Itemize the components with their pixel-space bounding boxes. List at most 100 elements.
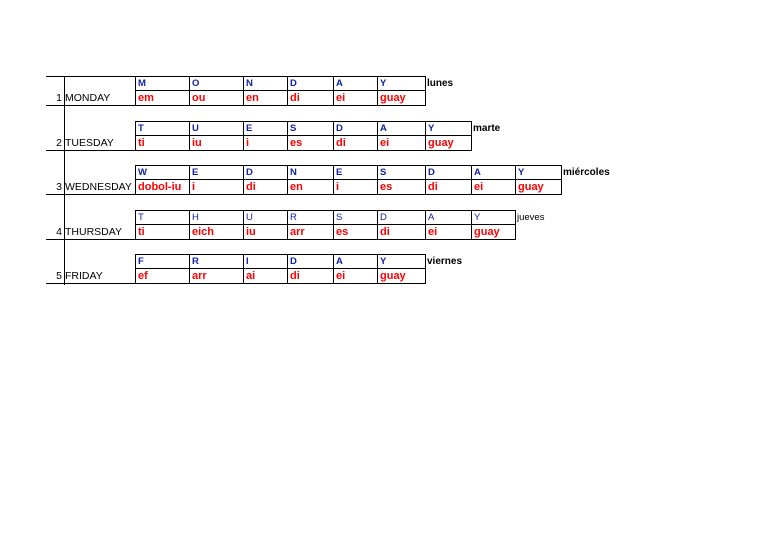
pronunciation-cell: ei <box>474 181 484 193</box>
letter-cell: Y <box>380 78 387 89</box>
letter-cell: Y <box>428 123 435 134</box>
english-day-name: THURSDAY <box>65 226 122 238</box>
pronunciation-cell: dobol-iu <box>138 181 182 193</box>
cell-divider <box>333 225 334 239</box>
english-day-name: WEDNESDAY <box>65 181 132 193</box>
cell-divider <box>333 122 334 135</box>
letter-cell: D <box>428 167 435 178</box>
letter-cell: S <box>336 212 343 223</box>
cell-divider <box>189 77 190 90</box>
cell-divider <box>243 122 244 135</box>
cell-divider <box>287 91 288 105</box>
pronunciation-cell: guay <box>380 270 406 282</box>
cell-divider <box>515 166 516 179</box>
cell-divider <box>189 180 190 194</box>
cell-divider <box>189 255 190 268</box>
pronunciation-cell: i <box>192 181 196 193</box>
row-number: 2 <box>56 137 62 149</box>
cell-divider <box>189 91 190 105</box>
letter-cell: A <box>428 212 435 223</box>
pronunciation-cell: ei <box>336 92 346 104</box>
cell-divider <box>287 180 288 194</box>
cell-divider <box>189 136 190 150</box>
cell-divider <box>333 255 334 268</box>
letter-cell: T <box>138 123 144 134</box>
spanish-translation: lunes <box>427 78 454 89</box>
pronunciation-cell: arr <box>290 226 305 238</box>
pronunciation-cell: guay <box>380 92 406 104</box>
letter-cell: E <box>336 167 343 178</box>
pronunciation-cell: iu <box>192 137 202 149</box>
english-day-name: MONDAY <box>65 92 111 104</box>
row-number: 4 <box>56 226 62 238</box>
pronunciation-cell: ei <box>428 226 438 238</box>
cell-divider <box>243 180 244 194</box>
letter-cell: D <box>290 256 297 267</box>
pronunciation-cell: es <box>380 181 393 193</box>
row-bottom-rule <box>46 194 136 195</box>
pronunciation-cell: i <box>246 137 250 149</box>
cell-divider <box>243 269 244 283</box>
cell-divider <box>287 166 288 179</box>
cell-divider <box>243 91 244 105</box>
cell-divider <box>243 136 244 150</box>
letter-cell: A <box>336 78 343 89</box>
cell-divider <box>243 225 244 239</box>
cell-divider <box>189 211 190 224</box>
cell-divider <box>287 77 288 90</box>
pronunciation-cell: guay <box>518 181 544 193</box>
row-number: 5 <box>56 270 62 282</box>
cell-divider <box>377 122 378 135</box>
pronunciation-cell: ef <box>138 270 148 282</box>
cell-divider <box>425 225 426 239</box>
english-day-name: TUESDAY <box>65 137 114 149</box>
cell-divider <box>287 225 288 239</box>
cell-divider <box>287 255 288 268</box>
pronunciation-cell: en <box>246 92 259 104</box>
cell-divider <box>377 225 378 239</box>
row-bottom-rule <box>46 283 136 284</box>
letter-cell: M <box>138 78 146 89</box>
cell-divider <box>243 255 244 268</box>
letter-cell: N <box>290 167 297 178</box>
cell-divider <box>425 180 426 194</box>
pronunciation-cell: arr <box>192 270 207 282</box>
cell-divider <box>425 136 426 150</box>
letter-cell: A <box>474 167 481 178</box>
cell-divider <box>377 269 378 283</box>
spanish-translation: marte <box>473 123 501 134</box>
letter-cell: E <box>192 167 199 178</box>
pronunciation-cell: ei <box>380 137 390 149</box>
row-bottom-rule <box>46 239 136 240</box>
cell-divider <box>377 255 378 268</box>
letter-cell: Y <box>474 212 481 223</box>
cell-divider <box>287 136 288 150</box>
cell-divider <box>471 166 472 179</box>
cell-divider <box>377 211 378 224</box>
letter-cell: O <box>192 78 200 89</box>
letter-cell: N <box>246 78 253 89</box>
cell-divider <box>425 211 426 224</box>
pronunciation-cell: es <box>336 226 349 238</box>
letter-cell: D <box>336 123 343 134</box>
spanish-translation: viernes <box>427 256 463 267</box>
letter-cell: Y <box>380 256 387 267</box>
cell-divider <box>333 211 334 224</box>
letter-cell: E <box>246 123 253 134</box>
english-day-name: FRIDAY <box>65 270 103 282</box>
letter-cell: S <box>290 123 297 134</box>
letter-cell: Y <box>518 167 525 178</box>
spanish-translation: jueves <box>517 212 545 223</box>
pronunciation-cell: di <box>428 181 438 193</box>
cell-divider <box>243 211 244 224</box>
letter-cell: H <box>192 212 199 223</box>
pronunciation-cell: ai <box>246 270 256 282</box>
